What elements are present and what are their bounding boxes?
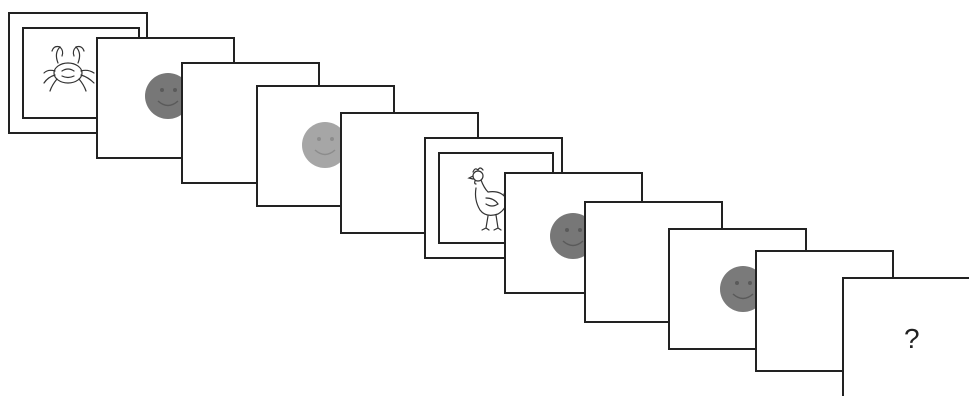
question-mark: ? [904, 325, 920, 353]
card-11-question: ? [842, 277, 969, 396]
